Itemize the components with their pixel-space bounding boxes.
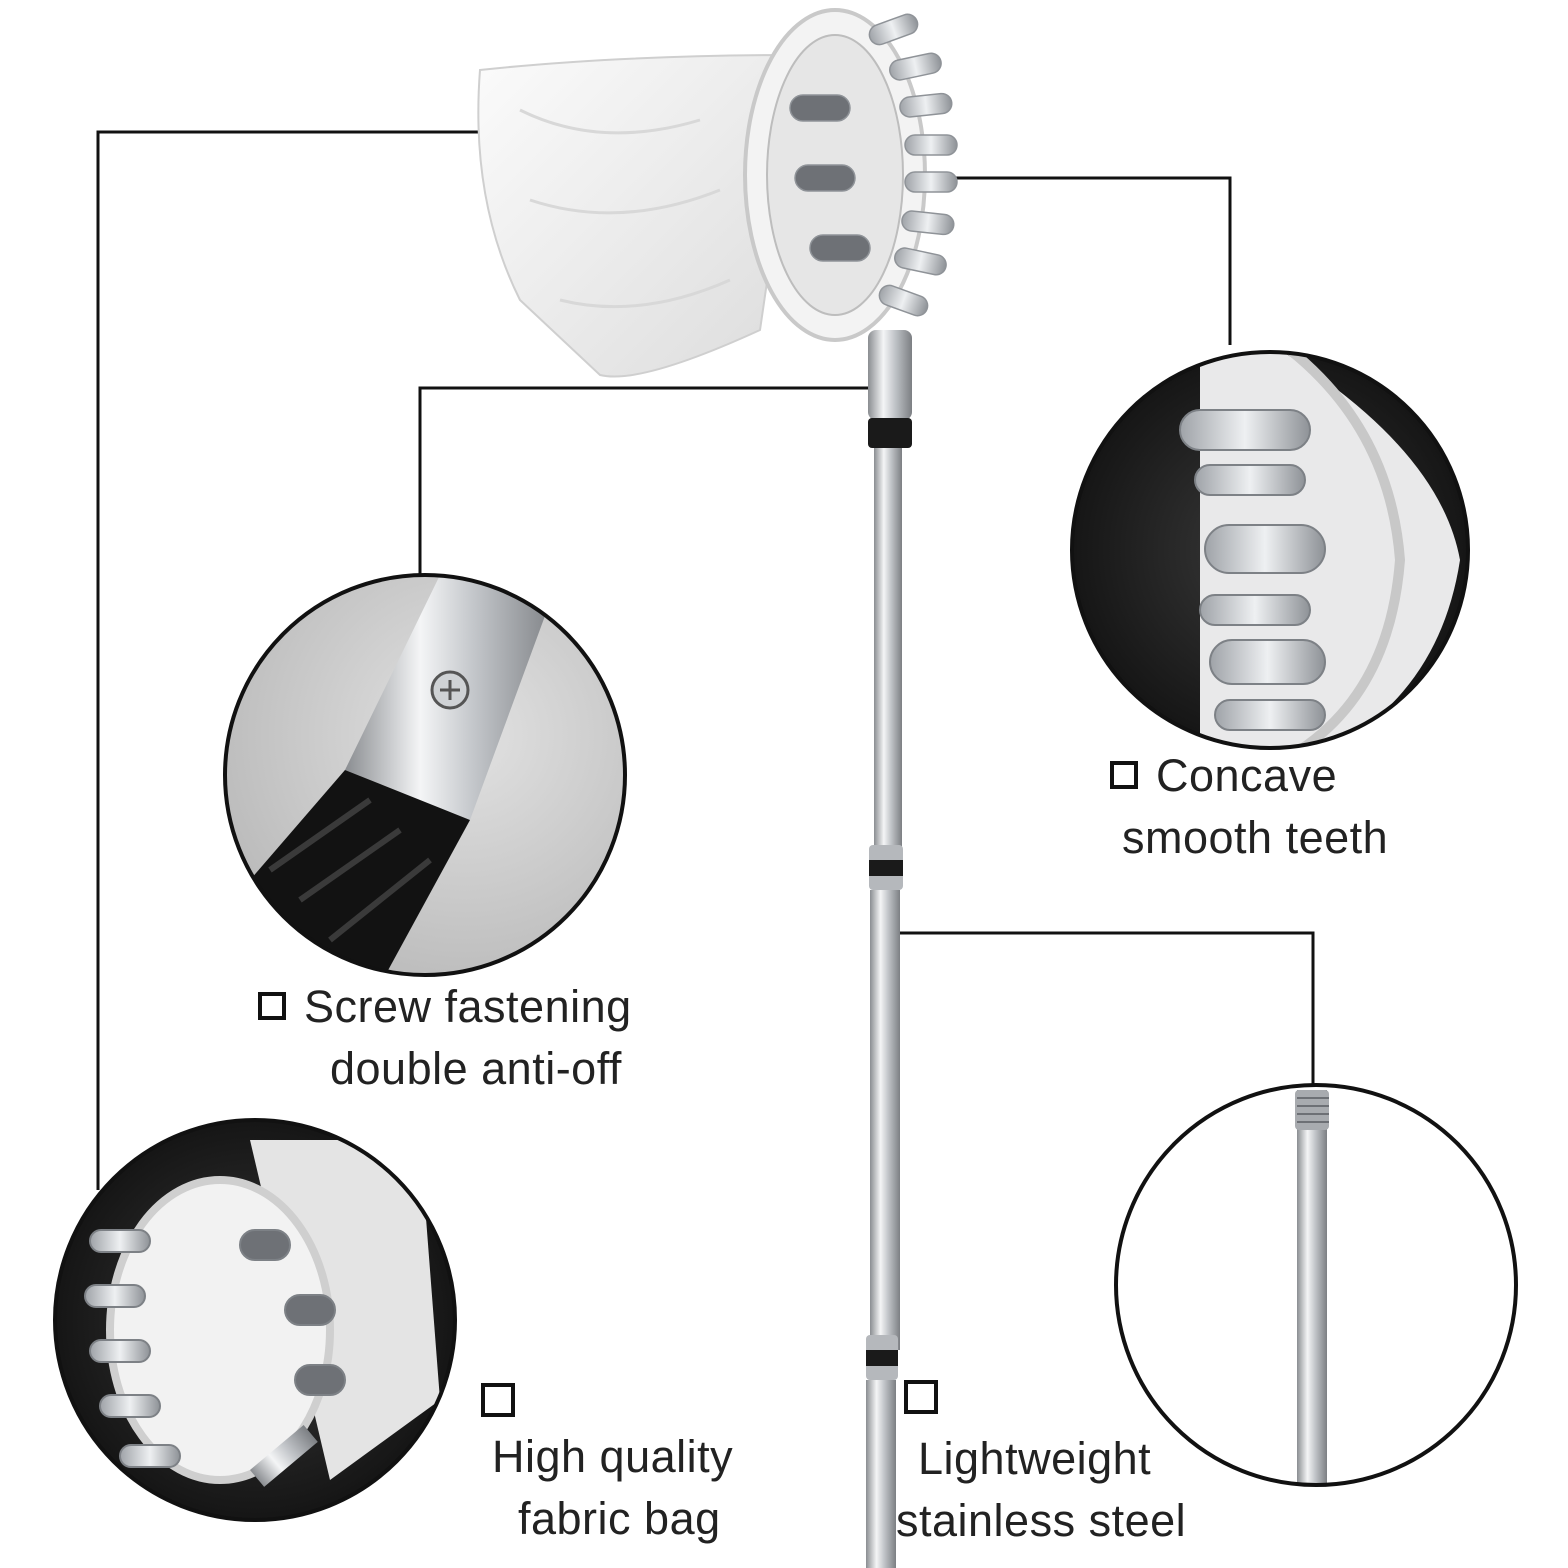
feature-label-teeth: Concave smooth teeth bbox=[1110, 745, 1388, 869]
feature-label-bag: High quality fabric bag bbox=[492, 1426, 733, 1550]
feature-label-steel: Lightweight stainless steel bbox=[896, 1428, 1186, 1552]
telescopic-pole bbox=[866, 330, 912, 1568]
picker-head bbox=[477, 8, 958, 378]
checkbox-outline-icon bbox=[258, 992, 286, 1021]
connector-steel bbox=[890, 931, 1315, 1085]
feature-steel-line2: stainless steel bbox=[896, 1495, 1187, 1546]
feature-steel-line1: Lightweight bbox=[918, 1433, 1152, 1484]
feature-screw-line2: double anti-off bbox=[330, 1043, 622, 1094]
connector-screw bbox=[418, 386, 875, 578]
connector-teeth bbox=[950, 176, 1232, 345]
detail-circle-screw bbox=[223, 573, 627, 977]
detail-circle-steel bbox=[1114, 1083, 1518, 1487]
feature-label-screw: Screw fastening double anti-off bbox=[258, 976, 632, 1100]
feature-screw-line1: Screw fastening bbox=[258, 976, 632, 1038]
feature-bag-line2: fabric bag bbox=[518, 1493, 721, 1544]
detail-circle-bag bbox=[53, 1118, 457, 1522]
feature-teeth-line2: smooth teeth bbox=[1122, 812, 1389, 863]
feature-bag-line1: High quality bbox=[492, 1431, 734, 1482]
checkbox-outline-icon bbox=[904, 1380, 938, 1414]
feature-teeth-line1: Concave bbox=[1110, 745, 1388, 807]
checkbox-outline-icon bbox=[1110, 761, 1138, 790]
detail-circle-teeth bbox=[1070, 350, 1470, 750]
checkbox-outline-icon bbox=[481, 1383, 515, 1417]
